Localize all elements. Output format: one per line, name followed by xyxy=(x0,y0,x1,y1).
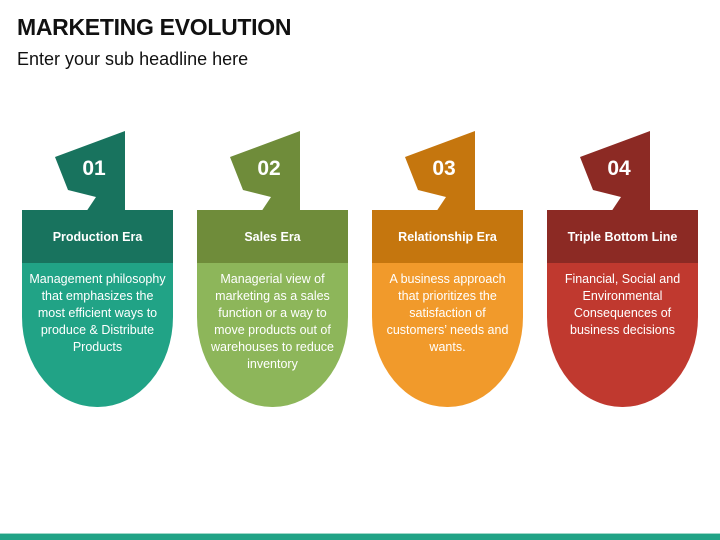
card-heading: Triple Bottom Line xyxy=(547,210,698,263)
card-description: Financial, Social and Environmental Cons… xyxy=(564,272,681,337)
card-body: Financial, Social and Environmental Cons… xyxy=(547,263,698,407)
card-triple-bottom-line: 04 Triple Bottom Line Financial, Social … xyxy=(547,130,698,410)
card-body: A business approach that prioritizes the… xyxy=(372,263,523,407)
step-number: 03 xyxy=(432,157,456,180)
page-subtitle: Enter your sub headline here xyxy=(17,49,249,69)
step-number: 02 xyxy=(257,157,281,180)
card-heading: Relationship Era xyxy=(372,210,523,263)
card-relationship-era: 03 Relationship Era A business approach … xyxy=(372,130,523,410)
page-title: MARKETING EVOLUTION xyxy=(17,14,292,40)
step-number: 01 xyxy=(82,157,106,180)
card-production-era: 01 Production Era Management philosophy … xyxy=(22,130,173,410)
flag-icon xyxy=(55,131,125,212)
card-sales-era: 02 Sales Era Managerial view of marketin… xyxy=(197,130,348,410)
card-body: Management philosophy that emphasizes th… xyxy=(22,263,173,407)
footer-accent-bar xyxy=(0,533,720,540)
card-heading: Production Era xyxy=(22,210,173,263)
card-body: Managerial view of marketing as a sales … xyxy=(197,263,348,407)
card-description: A business approach that prioritizes the… xyxy=(386,272,509,354)
card-description: Management philosophy that emphasizes th… xyxy=(29,272,166,354)
card-description: Managerial view of marketing as a sales … xyxy=(211,272,334,371)
flag-icon xyxy=(405,131,475,212)
card-heading: Sales Era xyxy=(197,210,348,263)
step-number: 04 xyxy=(607,157,631,180)
flag-icon xyxy=(580,131,650,212)
flag-icon xyxy=(230,131,300,212)
